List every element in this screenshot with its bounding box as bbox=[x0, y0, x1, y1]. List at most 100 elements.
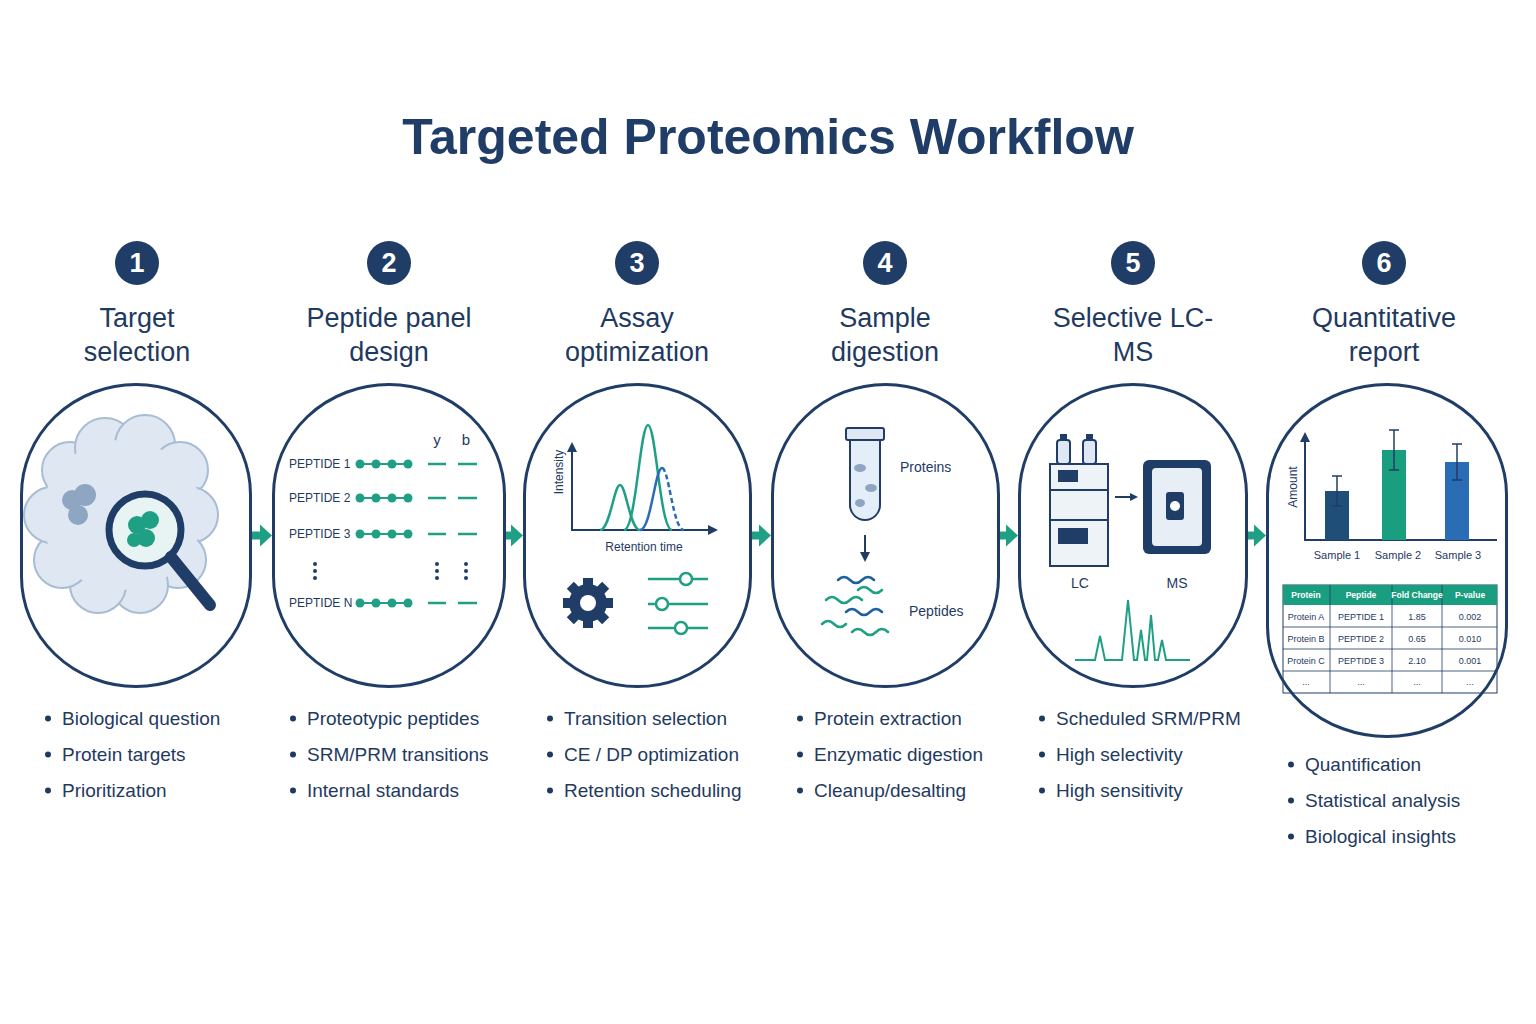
bullet-item: Enzymatic digestion bbox=[814, 744, 983, 767]
bullet-item: Cleanup/desalting bbox=[814, 780, 966, 803]
table-header: Protein bbox=[1291, 590, 1320, 600]
bullet-item: CE / DP optimization bbox=[564, 744, 739, 767]
peptide-label: PEPTIDE 3 bbox=[289, 527, 350, 541]
table-cell: PEPTIDE 1 bbox=[1338, 612, 1384, 622]
flow-arrow bbox=[752, 525, 771, 547]
icon-label: Peptides bbox=[909, 603, 963, 620]
step-number-text: 3 bbox=[629, 247, 644, 279]
step-number-text: 4 bbox=[877, 247, 892, 279]
table-cell: ... bbox=[1413, 677, 1421, 687]
bullet-item: SRM/PRM transitions bbox=[307, 744, 489, 767]
peptide-label: PEPTIDE 2 bbox=[289, 491, 350, 505]
ion-label: y bbox=[433, 431, 441, 449]
step-number-text: 1 bbox=[129, 247, 144, 279]
oval-outline bbox=[771, 383, 1000, 688]
chromatogram-illustration bbox=[567, 425, 718, 535]
stage-oval: Sample digestionProteinsPeptidesProtein … bbox=[771, 383, 1000, 688]
bullet-item: Protein extraction bbox=[814, 708, 962, 731]
step-number-text: 2 bbox=[381, 247, 396, 279]
stage-heading: Quantitative report bbox=[1292, 301, 1477, 369]
bullet-item: Retention scheduling bbox=[564, 780, 741, 803]
gear-icon bbox=[563, 578, 613, 628]
bullet-item: Biological question bbox=[62, 708, 220, 731]
bullet-item: Quantification bbox=[1305, 754, 1421, 777]
oval-border bbox=[773, 385, 999, 687]
peptide-label: PEPTIDE 1 bbox=[289, 457, 350, 471]
step-number: 2 bbox=[367, 241, 411, 285]
flow-arrow bbox=[1000, 525, 1018, 547]
bullet-item: Scheduled SRM/PRM bbox=[1056, 708, 1241, 731]
oval-border bbox=[1020, 385, 1247, 687]
axis-label: Sample 1 bbox=[1314, 549, 1360, 562]
bullet-item: High selectivity bbox=[1056, 744, 1183, 767]
oval-outline bbox=[523, 383, 752, 688]
step-number-text: 6 bbox=[1376, 247, 1391, 279]
results-table bbox=[1283, 585, 1497, 693]
oval-outline bbox=[1018, 383, 1248, 688]
stage-heading: Assay optimization bbox=[555, 301, 720, 369]
peptide-label: PEPTIDE N bbox=[289, 596, 352, 610]
table-cell: ... bbox=[1302, 677, 1310, 687]
stage-oval: Target selectionBiological questionProte… bbox=[20, 383, 252, 688]
stage-heading: Peptide panel design bbox=[289, 301, 489, 369]
ms-instrument bbox=[1143, 460, 1211, 554]
protein-illustration bbox=[24, 415, 218, 613]
oval-border bbox=[22, 385, 251, 687]
step-number: 1 bbox=[115, 241, 159, 285]
axis-label: Intensity bbox=[552, 450, 566, 495]
bullet-item: Biological insights bbox=[1305, 826, 1456, 849]
stage-oval: Peptide panel designybPEPTIDE 1PEPTIDE 2… bbox=[272, 383, 506, 688]
step-number: 3 bbox=[615, 241, 659, 285]
table-cell: 0.002 bbox=[1459, 612, 1482, 622]
table-cell: 0.001 bbox=[1459, 656, 1482, 666]
oval-border bbox=[274, 385, 505, 687]
bullet-item: High sensitivity bbox=[1056, 780, 1183, 803]
flow-arrow bbox=[506, 525, 523, 547]
table-cell: 0.010 bbox=[1459, 634, 1482, 644]
table-cell: ... bbox=[1357, 677, 1365, 687]
bullet-item: Statistical analysis bbox=[1305, 790, 1460, 813]
flow-arrow bbox=[252, 525, 272, 547]
table-cell: PEPTIDE 2 bbox=[1338, 634, 1384, 644]
table-cell: Protein A bbox=[1288, 612, 1325, 622]
lc-instrument bbox=[1050, 434, 1108, 566]
icon-label: Proteins bbox=[900, 459, 951, 476]
table-cell: Protein B bbox=[1287, 634, 1324, 644]
bar-chart bbox=[1300, 430, 1497, 540]
bullet-item: Internal standards bbox=[307, 780, 459, 803]
bullet-item: Prioritization bbox=[62, 780, 167, 803]
table-cell: Protein C bbox=[1287, 656, 1325, 666]
icon-label: MS bbox=[1167, 575, 1188, 592]
stage-heading: Selective LC-MS bbox=[1051, 301, 1216, 369]
stage-heading: Sample digestion bbox=[803, 301, 968, 369]
oval-outline bbox=[20, 383, 252, 688]
axis-label: Retention time bbox=[605, 540, 682, 554]
diagram-title: Targeted Proteomics Workflow bbox=[0, 108, 1536, 166]
bullet-item: Proteotypic peptides bbox=[307, 708, 479, 731]
stage-oval: Selective LC-MSLCMSScheduled SRM/PRMHigh… bbox=[1018, 383, 1248, 688]
slider-icons bbox=[648, 573, 708, 634]
oval-border bbox=[525, 385, 751, 687]
stage-heading: Target selection bbox=[55, 301, 220, 369]
spectrum bbox=[1075, 600, 1190, 660]
flow-arrow bbox=[1248, 525, 1266, 547]
table-cell: PEPTIDE 3 bbox=[1338, 656, 1384, 666]
oval-border bbox=[1268, 385, 1507, 737]
table-header: Peptide bbox=[1346, 590, 1377, 600]
step-number-text: 5 bbox=[1125, 247, 1140, 279]
step-number: 5 bbox=[1111, 241, 1155, 285]
icon-label: LC bbox=[1071, 575, 1089, 592]
stage-oval: Assay optimizationIntensityRetention tim… bbox=[523, 383, 752, 688]
bullet-item: Protein targets bbox=[62, 744, 186, 767]
table-cell: 1.85 bbox=[1408, 612, 1426, 622]
table-cell: ... bbox=[1466, 677, 1474, 687]
table-cell: 2.10 bbox=[1408, 656, 1426, 666]
bullet-item: Transition selection bbox=[564, 708, 727, 731]
axis-label: Sample 2 bbox=[1375, 549, 1421, 562]
table-header: P-value bbox=[1455, 590, 1485, 600]
table-cell: 0.65 bbox=[1408, 634, 1426, 644]
ion-label: b bbox=[462, 431, 470, 449]
step-number: 4 bbox=[863, 241, 907, 285]
step-number: 6 bbox=[1362, 241, 1406, 285]
tube-illustration bbox=[822, 428, 888, 635]
